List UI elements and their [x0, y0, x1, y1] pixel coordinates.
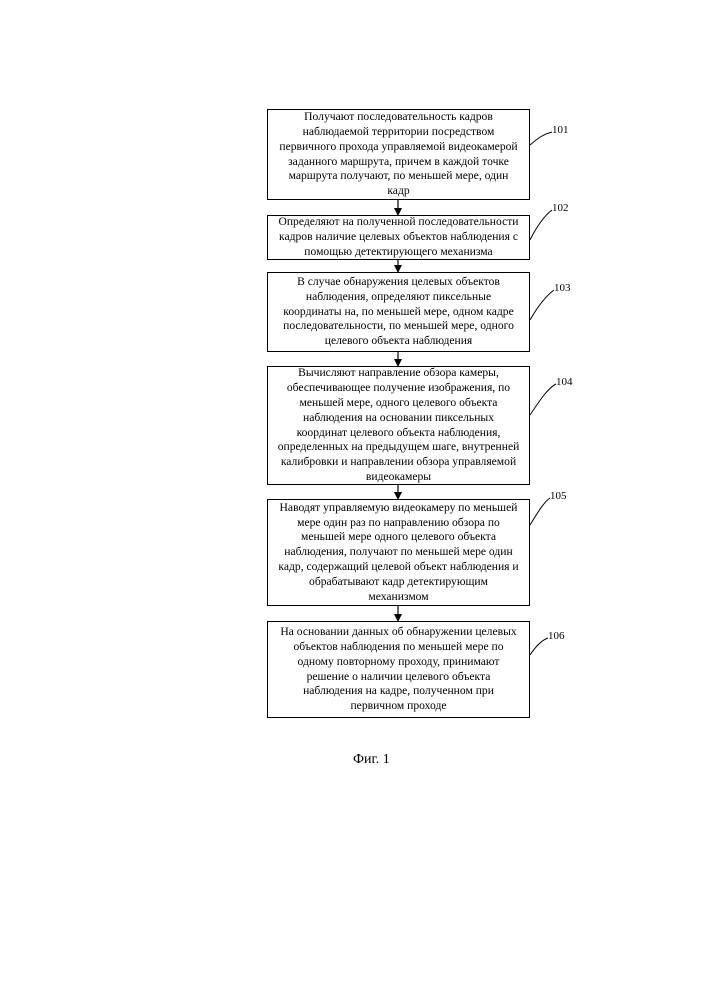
step-line: механизмом — [368, 590, 428, 605]
step-box-102: Определяют на полученной последовательно… — [267, 215, 530, 260]
figure-caption: Фиг. 1 — [353, 752, 390, 768]
step-line: координат целевого объекта наблюдения, — [297, 426, 501, 441]
step-line: наблюдения, определяют пиксельные — [306, 290, 491, 305]
step-line: На основании данных об обнаружении целев… — [280, 625, 516, 640]
leader-103 — [530, 290, 554, 320]
leader-106 — [530, 638, 548, 655]
step-line: координаты на, по меньшей мере, одном ка… — [283, 305, 513, 320]
step-line: кадр, содержащий целевой объект наблюден… — [278, 560, 518, 575]
step-line: мере один раз по направлению обзора по — [297, 516, 500, 531]
step-line: первичном проходе — [350, 699, 446, 714]
step-line: маршрута получают, по меньшей мере, один — [289, 169, 509, 184]
step-line: обеспечивающее получение изображения, по — [287, 381, 510, 396]
step-line: наблюдения, получают по меньшей мере оди… — [284, 545, 512, 560]
step-line: определенных на предыдущем шаге, внутрен… — [278, 440, 520, 455]
step-box-105: Наводят управляемую видеокамеру по меньш… — [267, 499, 530, 606]
step-line: одному повторному проходу, принимают — [298, 655, 500, 670]
step-line: кадров наличие целевых объектов наблюден… — [279, 230, 518, 245]
step-line: наблюдаемой территории посредством — [303, 125, 495, 140]
step-line: заданного маршрута, причем в каждой точк… — [288, 155, 509, 170]
step-box-106: На основании данных об обнаружении целев… — [267, 621, 530, 718]
ref-label-106: 106 — [548, 630, 565, 642]
step-line: меньшей мере, одного целевого объекта — [300, 396, 498, 411]
step-line: первичного прохода управляемой видеокаме… — [279, 140, 517, 155]
ref-label-101: 101 — [552, 124, 569, 136]
step-line: решение о наличии целевого объекта — [307, 670, 491, 685]
step-line: Наводят управляемую видеокамеру по меньш… — [280, 501, 518, 516]
leader-101 — [530, 132, 552, 145]
step-line: Определяют на полученной последовательно… — [278, 215, 518, 230]
step-box-104: Вычисляют направление обзора камеры, обе… — [267, 366, 530, 485]
step-line: В случае обнаружения целевых объектов — [297, 275, 500, 290]
step-box-103: В случае обнаружения целевых объектов на… — [267, 272, 530, 352]
step-line: меньшей мере одного целевого объекта — [301, 530, 496, 545]
step-line: Получают последовательность кадров — [304, 110, 493, 125]
ref-label-104: 104 — [556, 376, 573, 388]
step-line: Вычисляют направление обзора камеры, — [298, 366, 499, 381]
step-line: наблюдения на основании пиксельных — [303, 411, 494, 426]
step-line: последовательности, по меньшей мере, одн… — [283, 319, 514, 334]
step-line: целевого объекта наблюдения — [325, 334, 473, 349]
step-line: помощью детектирующего механизма — [304, 245, 492, 260]
leader-102 — [530, 210, 552, 240]
step-line: обрабатывают кадр детектирующим — [309, 575, 488, 590]
step-line: объектов наблюдения по меньшей мере по — [294, 640, 504, 655]
ref-label-102: 102 — [552, 202, 569, 214]
step-line: кадр — [387, 184, 409, 199]
step-line: видеокамеры — [366, 470, 431, 485]
step-line: калибровки и направлении обзора управляе… — [281, 455, 516, 470]
leader-104 — [530, 384, 556, 415]
ref-label-105: 105 — [550, 490, 567, 502]
ref-label-103: 103 — [554, 282, 571, 294]
step-line: наблюдения на кадре, полученном при — [303, 684, 494, 699]
leader-105 — [530, 498, 550, 525]
step-box-101: Получают последовательность кадров наблю… — [267, 109, 530, 200]
